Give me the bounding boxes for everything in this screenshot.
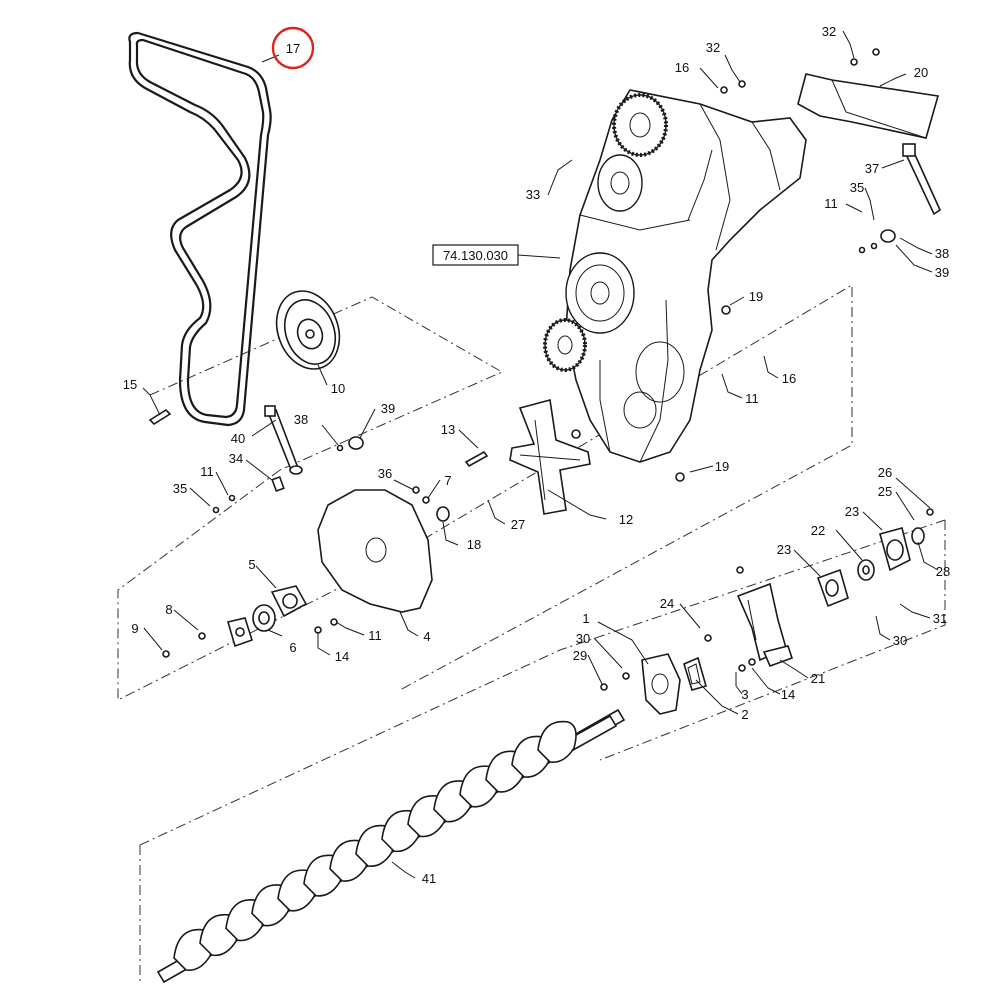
callout-27[interactable]: 27 bbox=[511, 517, 525, 532]
callout-17[interactable]: 17 bbox=[286, 41, 300, 56]
bracket-21 bbox=[704, 566, 794, 672]
callout-16[interactable]: 16 bbox=[782, 371, 796, 386]
callout-35[interactable]: 35 bbox=[850, 180, 864, 195]
callout-40[interactable]: 40 bbox=[231, 431, 245, 446]
callout-leaders bbox=[142, 30, 939, 879]
callout-7[interactable]: 7 bbox=[444, 473, 451, 488]
callout-22[interactable]: 22 bbox=[811, 523, 825, 538]
callout-4[interactable]: 4 bbox=[423, 629, 430, 644]
callout-23[interactable]: 23 bbox=[777, 542, 791, 557]
callout-20[interactable]: 20 bbox=[914, 65, 928, 80]
callout-37[interactable]: 37 bbox=[865, 161, 879, 176]
fasteners-right bbox=[675, 48, 896, 482]
callout-25[interactable]: 25 bbox=[878, 484, 892, 499]
callout-33[interactable]: 33 bbox=[526, 187, 540, 202]
callout-29[interactable]: 29 bbox=[573, 648, 587, 663]
reference-text[interactable]: 74.130.030 bbox=[443, 248, 508, 263]
callout-1[interactable]: 1 bbox=[582, 611, 589, 626]
callout-32[interactable]: 32 bbox=[822, 24, 836, 39]
callout-15[interactable]: 15 bbox=[123, 377, 137, 392]
bearing-group-right bbox=[816, 508, 934, 608]
callout-30[interactable]: 30 bbox=[893, 633, 907, 648]
callout-11[interactable]: 11 bbox=[824, 196, 838, 211]
callout-38[interactable]: 38 bbox=[294, 412, 308, 427]
reference-link[interactable]: 74.130.030 bbox=[432, 244, 519, 266]
callout-14[interactable]: 14 bbox=[781, 687, 795, 702]
fasteners-left bbox=[162, 486, 430, 658]
callout-2[interactable]: 2 bbox=[741, 707, 748, 722]
washer-18 bbox=[436, 506, 450, 522]
housing-gears bbox=[543, 93, 668, 372]
callout-24[interactable]: 24 bbox=[660, 596, 674, 611]
bearing-flange-5 bbox=[270, 585, 308, 618]
callout-9[interactable]: 9 bbox=[131, 621, 138, 636]
callout-6[interactable]: 6 bbox=[289, 640, 296, 655]
callout-16[interactable]: 16 bbox=[675, 60, 689, 75]
callout-41[interactable]: 41 bbox=[422, 871, 436, 886]
paddle-12[interactable] bbox=[509, 398, 591, 515]
callout-5[interactable]: 5 bbox=[248, 557, 255, 572]
callout-labels: 17 15 10 40 38 39 34 11 35 5 8 9 6 14 11… bbox=[123, 24, 950, 886]
callout-35[interactable]: 35 bbox=[173, 481, 187, 496]
bolt-13 bbox=[464, 450, 489, 468]
callout-18[interactable]: 18 bbox=[467, 537, 481, 552]
flange-8 bbox=[226, 617, 253, 648]
callout-13[interactable]: 13 bbox=[441, 422, 455, 437]
tensioner-assembly bbox=[212, 405, 364, 514]
drive-plate-4[interactable] bbox=[317, 489, 433, 613]
callout-10[interactable]: 10 bbox=[331, 381, 345, 396]
spout-20[interactable] bbox=[797, 73, 940, 139]
auger-flight bbox=[537, 720, 577, 764]
callout-21[interactable]: 21 bbox=[811, 671, 825, 686]
callout-12[interactable]: 12 bbox=[619, 512, 633, 527]
callout-14[interactable]: 14 bbox=[335, 649, 349, 664]
callout-39[interactable]: 39 bbox=[381, 401, 395, 416]
callout-19[interactable]: 19 bbox=[749, 289, 763, 304]
pulley-10[interactable] bbox=[266, 282, 350, 378]
callout-28[interactable]: 28 bbox=[936, 564, 950, 579]
bolt-15 bbox=[148, 408, 172, 426]
gasket-2 bbox=[600, 656, 707, 691]
callout-3[interactable]: 3 bbox=[741, 687, 748, 702]
auger-flights bbox=[173, 720, 577, 972]
callout-23[interactable]: 23 bbox=[845, 504, 859, 519]
callout-11[interactable]: 11 bbox=[368, 628, 382, 643]
bearing-6 bbox=[252, 604, 276, 632]
callout-8[interactable]: 8 bbox=[165, 602, 172, 617]
callout-38[interactable]: 38 bbox=[935, 246, 949, 261]
callout-39[interactable]: 39 bbox=[935, 265, 949, 280]
callout-31[interactable]: 31 bbox=[933, 611, 947, 626]
rod-37 bbox=[902, 143, 942, 216]
callout-34[interactable]: 34 bbox=[229, 451, 243, 466]
drive-belt[interactable] bbox=[128, 31, 272, 427]
callout-11[interactable]: 11 bbox=[200, 464, 214, 479]
callout-17-highlight-circle bbox=[271, 26, 315, 70]
reference-box[interactable] bbox=[432, 244, 519, 266]
callout-30[interactable]: 30 bbox=[576, 631, 590, 646]
callout-19[interactable]: 19 bbox=[715, 459, 729, 474]
callout-36[interactable]: 36 bbox=[378, 466, 392, 481]
callout-26[interactable]: 26 bbox=[878, 465, 892, 480]
end-plate-1[interactable] bbox=[641, 653, 681, 715]
callout-11[interactable]: 11 bbox=[745, 391, 759, 406]
callout-32[interactable]: 32 bbox=[706, 40, 720, 55]
